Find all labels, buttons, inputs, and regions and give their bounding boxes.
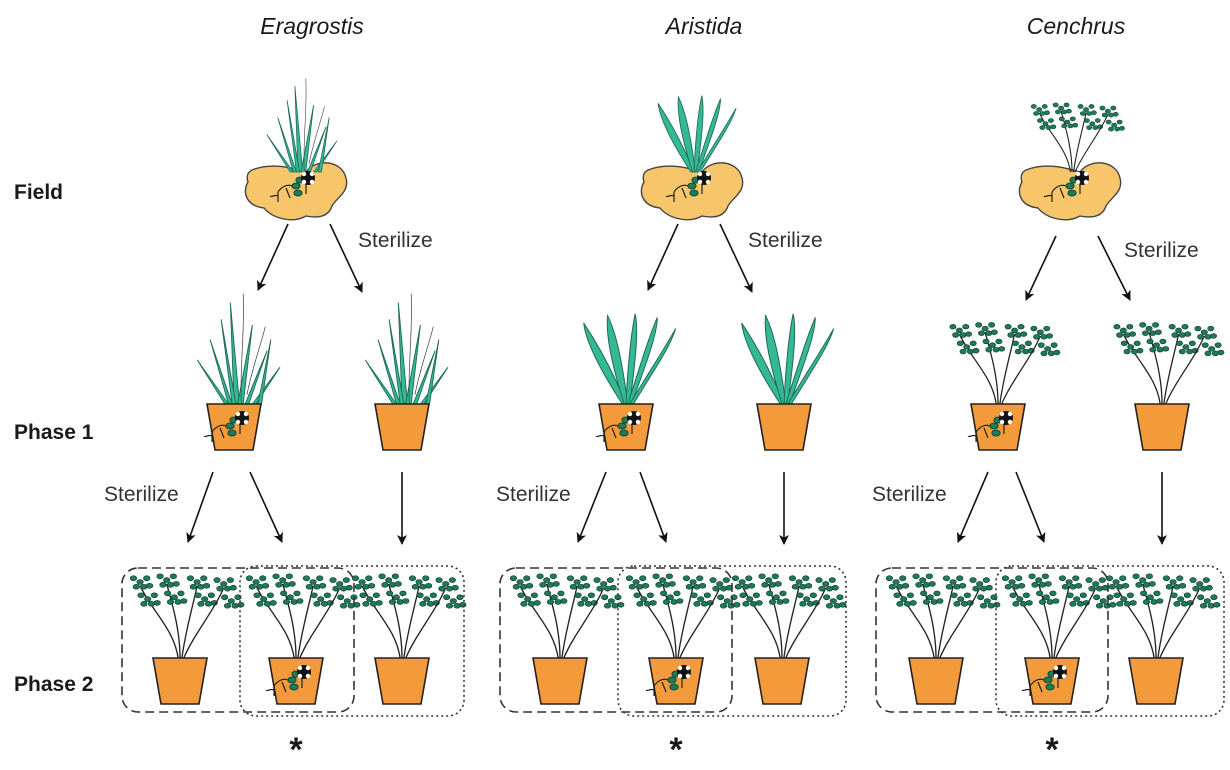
- row-label-phase1: Phase 1: [14, 421, 93, 445]
- eragrostis-grass-icon: [197, 294, 280, 404]
- species-title-eragrostis: Eragrostis: [260, 13, 364, 40]
- sterilize-label-eragrostis-field: Sterilize: [358, 229, 433, 253]
- phase1-pot-eragrostis-live-soil: [197, 294, 280, 450]
- arrow-aristida-3: [640, 472, 666, 542]
- row-label-field: Field: [14, 181, 63, 205]
- arrow-cenchrus-0: [1026, 236, 1056, 300]
- phase2-pot-eragrostis-sterile: [352, 574, 466, 704]
- arrow-cenchrus-3: [1016, 472, 1044, 542]
- aristida-grass-icon: [742, 314, 834, 404]
- sterilize-label-eragrostis-phase1: Sterilize: [104, 483, 179, 507]
- arrow-aristida-0: [648, 224, 678, 290]
- row-label-phase2: Phase 2: [14, 673, 93, 697]
- arrow-cenchrus-2: [958, 472, 988, 542]
- significance-mark-cenchrus: *: [1045, 731, 1058, 770]
- arrow-aristida-2: [578, 472, 606, 542]
- field-soil-aristida: [641, 96, 742, 220]
- species-title-aristida: Aristida: [666, 13, 743, 40]
- cenchrus-flowering-plant-icon: [950, 322, 1060, 404]
- sterilize-label-aristida-phase1: Sterilize: [496, 483, 571, 507]
- species-title-cenchrus: Cenchrus: [1027, 13, 1125, 40]
- arrow-eragrostis-0: [258, 224, 288, 290]
- cenchrus-flowering-plant-icon: [1002, 574, 1116, 658]
- phase1-pot-aristida-sterile: [742, 314, 834, 450]
- aristida-grass-icon: [658, 96, 736, 172]
- phase2-pot-cenchrus-live-soil: [1002, 574, 1116, 704]
- sterilize-label-aristida-field: Sterilize: [748, 229, 823, 253]
- phase2-pot-cenchrus-sterile: [886, 574, 1000, 704]
- field-soil-cenchrus: [1019, 103, 1124, 220]
- cenchrus-flowering-plant-icon: [886, 574, 1000, 658]
- phase2-pot-eragrostis-sterile: [130, 574, 244, 704]
- eragrostis-grass-icon: [267, 78, 337, 172]
- eragrostis-grass-icon: [365, 294, 448, 404]
- cenchrus-flowering-plant-icon: [1114, 322, 1224, 404]
- sterilize-label-cenchrus-phase1: Sterilize: [872, 483, 947, 507]
- arrow-eragrostis-2: [188, 472, 213, 542]
- comparison-group-dashed-eragrostis: [122, 568, 354, 712]
- significance-mark-eragrostis: *: [289, 731, 302, 770]
- aristida-grass-icon: [584, 314, 676, 404]
- cenchrus-flowering-plant-icon: [1031, 103, 1124, 172]
- phase2-pot-aristida-sterile: [732, 574, 846, 704]
- cenchrus-flowering-plant-icon: [352, 574, 466, 658]
- phase1-pot-aristida-live-soil: [584, 314, 676, 450]
- arrow-eragrostis-3: [250, 472, 282, 542]
- cenchrus-flowering-plant-icon: [510, 574, 624, 658]
- cenchrus-flowering-plant-icon: [1106, 574, 1220, 658]
- cenchrus-flowering-plant-icon: [626, 574, 740, 658]
- cenchrus-flowering-plant-icon: [732, 574, 846, 658]
- field-soil-eragrostis: [245, 78, 346, 219]
- phase1-pot-cenchrus-sterile: [1114, 322, 1224, 450]
- sterilize-label-cenchrus-field: Sterilize: [1124, 239, 1199, 263]
- phase2-pot-aristida-live-soil: [626, 574, 740, 704]
- cenchrus-flowering-plant-icon: [246, 574, 360, 658]
- phase1-pot-eragrostis-sterile: [365, 294, 448, 450]
- cenchrus-flowering-plant-icon: [130, 574, 244, 658]
- phase2-pot-aristida-sterile: [510, 574, 624, 704]
- phase1-pot-cenchrus-live-soil: [950, 322, 1060, 450]
- significance-mark-aristida: *: [669, 731, 682, 770]
- phase2-pot-eragrostis-live-soil: [246, 574, 360, 704]
- phase2-pot-cenchrus-sterile: [1106, 574, 1220, 704]
